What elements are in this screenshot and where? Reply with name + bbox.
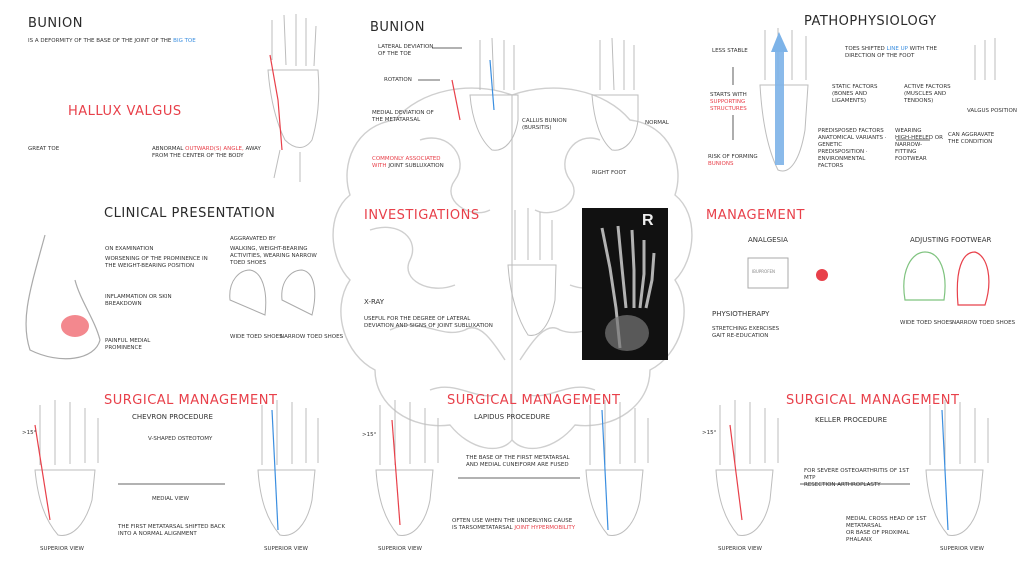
investigations-title: Investigations	[364, 208, 480, 223]
foot-skeletons	[34, 14, 996, 536]
less-stable-label: Less stable	[712, 48, 748, 54]
valgus-position-label: valgus position	[967, 108, 1017, 114]
active-factors-label: active factors (muscles and tendons)	[904, 84, 951, 104]
shifted-label: The first metatarsal shifted backinto a …	[118, 524, 226, 537]
lateral-deviation-label: Lateral deviation of the toe	[378, 44, 434, 57]
predisposed-factors-label: predisposed factorsanatomical variants ·…	[818, 128, 887, 169]
callus-bunion-label: Callus bunion (bursitis)	[522, 118, 567, 131]
toes-shifted-label: Toes shifted line up with the direction …	[845, 46, 937, 59]
medial-view-label: medial view	[152, 496, 189, 502]
osteotomy-label: V-shaped osteotomy	[148, 436, 213, 442]
physiotherapy-label: Physiotherapy	[712, 310, 770, 318]
wearing-label: wearinghigh-heeled or narrow-fitting foo…	[895, 128, 943, 162]
xray-image: R	[582, 208, 668, 360]
highlight-lines	[34, 54, 949, 531]
angle-label-1: >15°	[22, 430, 37, 436]
supporting-structures-label: starts with supporting structures	[710, 92, 747, 112]
flow-arrows	[118, 47, 930, 485]
fusion-label: The base of the first metatarsaland medi…	[466, 455, 570, 468]
angle-label-2: >15°	[362, 432, 377, 438]
superior-view-1a: superior view	[40, 546, 84, 552]
lapidus-procedure-label: Lapidus procedure	[474, 413, 551, 421]
great-toe-label: Great toe	[28, 146, 60, 152]
worsening-label: worsening of the prominence in the weigh…	[105, 256, 208, 269]
normal-label: Normal	[645, 120, 669, 126]
bunion2-title: Bunion	[370, 20, 425, 35]
static-factors-label: static factors (bones and ligaments)	[832, 84, 878, 104]
pathophysiology-title: Pathophysiology	[804, 14, 937, 29]
removal-label: Medial cross head of 1st metatarsalor ba…	[846, 516, 927, 543]
aggravated-label: Aggravated by	[230, 236, 276, 242]
hallux-valgus-label: Hallux valgus	[68, 104, 182, 119]
inflammation-mark	[61, 315, 89, 337]
keller-procedure-label: Keller procedure	[815, 416, 888, 424]
narrow-toe-label: narrow toed shoes	[280, 334, 344, 340]
surgical-title-1: Surgical management	[104, 393, 278, 408]
xray-label: X-ray	[364, 298, 385, 306]
clinical-title: Clinical presentation	[104, 206, 276, 221]
xray-marker: R	[642, 212, 654, 229]
superior-view-3a: superior view	[718, 546, 762, 552]
chevron-procedure-label: Chevron procedure	[132, 413, 213, 421]
pill-icon	[816, 269, 828, 281]
management-title: Management	[706, 208, 805, 223]
on-exam-label: On examination	[105, 246, 154, 252]
angle-label-3: >15°	[702, 430, 717, 436]
often-use-label: Often use when the underlying causeis ta…	[452, 518, 576, 531]
severe-label: for severe osteoarthritis of 1st MTPrese…	[804, 468, 910, 488]
brain-outline	[332, 87, 693, 450]
alignment-arrow	[775, 50, 784, 165]
pill-label: Ibuprofen	[752, 269, 776, 274]
superior-view-1b: superior view	[264, 546, 308, 552]
can-aggravate-label: can aggravatethe condition	[948, 132, 995, 145]
surgical-title-2: Surgical management	[447, 393, 621, 408]
right-foot-label: Right foot	[592, 170, 627, 176]
superior-view-3b: superior view	[940, 546, 984, 552]
bunion-title: Bunion	[28, 16, 83, 31]
surgical-title-3: Surgical management	[786, 393, 960, 408]
medial-deviation-label: Medial deviation of the metatarsal	[372, 110, 434, 123]
wide-toe-label: wide toed shoes	[230, 334, 283, 340]
analgesia-label: Analgesia	[748, 236, 788, 244]
inflammation-label: inflammation or skin breakdown	[105, 294, 172, 307]
risk-bunions-label: risk of forming bunions	[708, 154, 758, 167]
rotation-label: rotation	[384, 77, 412, 83]
bunion-definition: is a deformity of the base of the joint …	[28, 38, 196, 44]
mgmt-wide-toe-label: wide toed shoes	[900, 320, 953, 326]
abnormal-angle-label: Abnormal outward(s) angle, away from the…	[152, 146, 261, 159]
commonly-associated-label: commonly associated with joint subluxati…	[372, 156, 444, 169]
footwear-label: Adjusting footwear	[910, 236, 992, 244]
stretching-label: stretching exercises gait re-education	[712, 326, 780, 339]
mgmt-narrow-toe-label: narrow toed shoes	[952, 320, 1016, 326]
xray-description: useful for the degree of lateral deviati…	[364, 316, 493, 329]
aggravated-list: walking, weight-bearing activities, wear…	[230, 246, 317, 266]
superior-view-2: superior view	[378, 546, 422, 552]
painful-label: painful medial prominence	[105, 338, 151, 351]
